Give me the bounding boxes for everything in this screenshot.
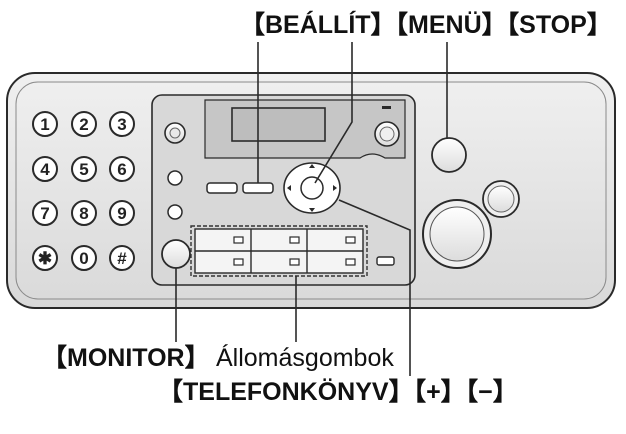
stop-button[interactable] (431, 137, 467, 173)
key-8[interactable]: 8 (71, 200, 97, 226)
key-3[interactable]: 3 (109, 111, 135, 137)
key-0-label: 0 (79, 249, 88, 268)
key-4-label: 4 (40, 160, 50, 179)
left-column-button-2[interactable] (167, 170, 183, 186)
key-0[interactable]: 0 (71, 245, 97, 271)
navigator-down-icon (309, 208, 315, 212)
navigator-left-icon (287, 185, 291, 191)
key-2[interactable]: 2 (71, 111, 97, 137)
key-1-label: 1 (40, 115, 49, 134)
monitor-callout-label: 【MONITOR】 (42, 344, 210, 372)
top-callout-label: 【BEÁLLÍT】【MENÜ】【STOP】 (240, 10, 612, 39)
navigator-pad[interactable] (283, 162, 341, 214)
key-5-label: 5 (79, 160, 88, 179)
lower-right-flat-button[interactable] (376, 256, 395, 266)
leader-menu (314, 42, 353, 184)
stations-callout-label: Állomásgombok (216, 343, 394, 372)
phonebook-callout-label: 【TELEFONKÖNYV】【+】【−】 (158, 377, 518, 406)
key-hash[interactable]: # (109, 245, 135, 271)
key-7-label: 7 (40, 204, 49, 223)
station-button-4[interactable] (233, 258, 244, 266)
setting-button[interactable] (206, 182, 238, 194)
large-round-button[interactable] (422, 199, 492, 269)
key-1[interactable]: 1 (32, 111, 58, 137)
station-button-2[interactable] (289, 236, 300, 244)
key-9-label: 9 (117, 204, 126, 223)
key-6-label: 6 (117, 160, 126, 179)
navigator-center-button[interactable] (300, 176, 324, 200)
key-star[interactable]: ✱ (32, 245, 58, 271)
left-column-button-3[interactable] (167, 204, 183, 220)
leader-phonebook (338, 199, 411, 376)
left-column-button-1[interactable] (164, 122, 186, 144)
key-5[interactable]: 5 (71, 156, 97, 182)
small-round-button[interactable] (374, 121, 400, 147)
leader-lines (175, 42, 448, 376)
key-4[interactable]: 4 (32, 156, 58, 182)
station-button-6[interactable] (345, 258, 356, 266)
key-3-label: 3 (117, 115, 126, 134)
numeric-keypad: 1 2 3 4 5 6 7 8 9 ✱ 0 # (32, 111, 135, 271)
key-9[interactable]: 9 (109, 200, 135, 226)
station-button-1[interactable] (233, 236, 244, 244)
key-star-label: ✱ (38, 249, 52, 268)
key-hash-label: # (117, 249, 127, 268)
key-2-label: 2 (79, 115, 88, 134)
key-8-label: 8 (79, 204, 88, 223)
indicator-mark (382, 106, 391, 109)
lcd-display (231, 107, 326, 142)
station-button-5[interactable] (289, 258, 300, 266)
navigator-right-icon (333, 185, 337, 191)
navigator-up-icon (309, 164, 315, 168)
station-buttons (190, 225, 368, 277)
device-body-inner-rim (15, 81, 607, 300)
menu-button[interactable] (242, 182, 274, 194)
key-6[interactable]: 6 (109, 156, 135, 182)
key-7[interactable]: 7 (32, 200, 58, 226)
medium-round-button[interactable] (482, 180, 520, 218)
station-button-3[interactable] (345, 236, 356, 244)
monitor-button[interactable] (161, 239, 191, 269)
